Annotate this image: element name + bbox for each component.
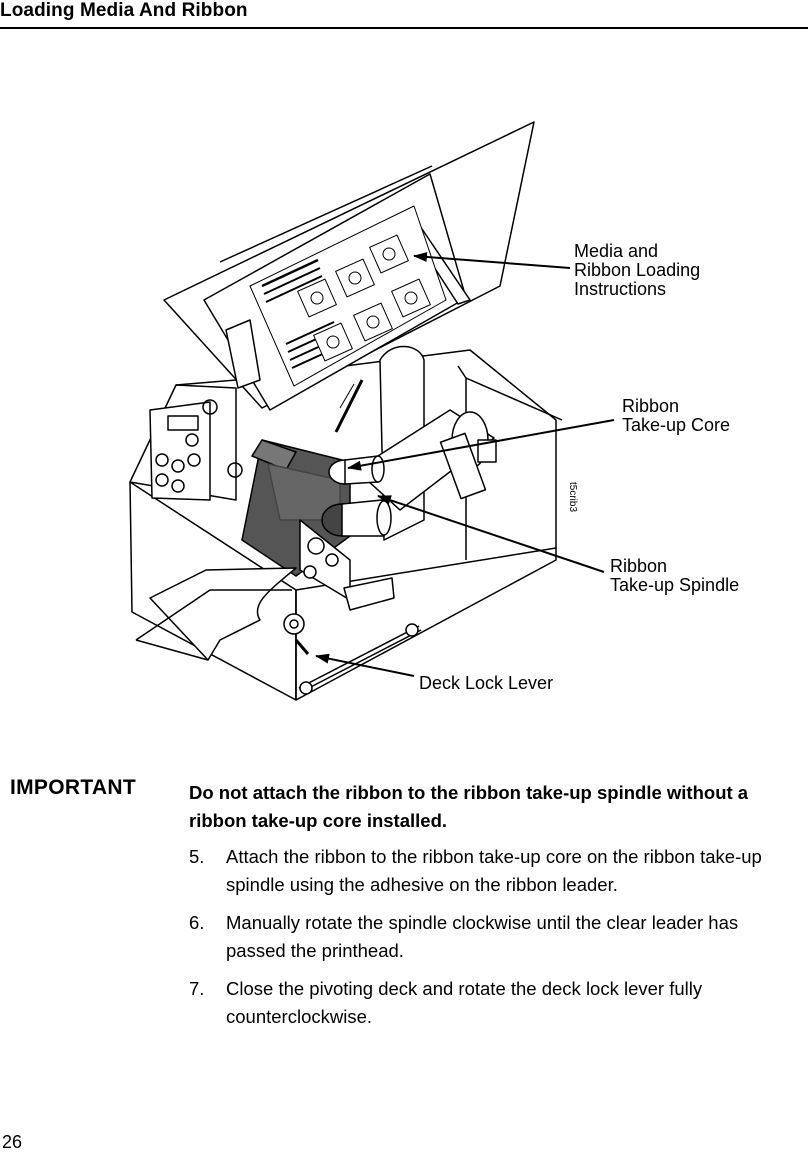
printer-drawing: t5crib3 <box>129 121 615 701</box>
step-text: Close the pivoting deck and rotate the d… <box>226 978 703 1027</box>
step-number: 6. <box>189 912 205 933</box>
step-text: Manually rotate the spindle clockwise un… <box>226 912 739 961</box>
supply-mechanism <box>334 345 497 541</box>
step-number: 5. <box>189 846 205 867</box>
page-header-title: Loading Media And Ribbon <box>0 0 248 21</box>
media-sheet <box>135 567 310 661</box>
printer-illustration: t5crib3 Media and Ribbon Loading Instruc… <box>0 40 808 740</box>
step-number: 7. <box>189 978 205 999</box>
instructions-label <box>249 205 447 387</box>
header-rule <box>0 27 808 29</box>
step-list: 5. Attach the ribbon to the ribbon take-… <box>189 843 801 1041</box>
list-item: 5. Attach the ribbon to the ribbon take-… <box>189 843 801 899</box>
control-panel <box>149 399 243 501</box>
callout-ribbon-take-up-core: Ribbon Take-up Core <box>622 396 731 435</box>
important-label: IMPORTANT <box>10 776 136 799</box>
callout-ribbon-take-up-spindle: Ribbon Take-up Spindle <box>610 556 740 595</box>
list-item: 6. Manually rotate the spindle clockwise… <box>189 909 801 965</box>
figure-id-text: t5crib3 <box>567 482 578 512</box>
step-text: Attach the ribbon to the ribbon take-up … <box>226 846 762 895</box>
callout-leaders <box>315 252 615 677</box>
callout-media-ribbon-instructions: Media and Ribbon Loading Instructions <box>574 241 701 299</box>
page-number: 26 <box>2 1132 23 1152</box>
list-item: 7. Close the pivoting deck and rotate th… <box>189 975 801 1031</box>
ribbon-assembly <box>241 439 395 611</box>
important-note: Do not attach the ribbon to the ribbon t… <box>189 782 749 831</box>
callout-deck-lock-lever: Deck Lock Lever <box>419 673 554 693</box>
